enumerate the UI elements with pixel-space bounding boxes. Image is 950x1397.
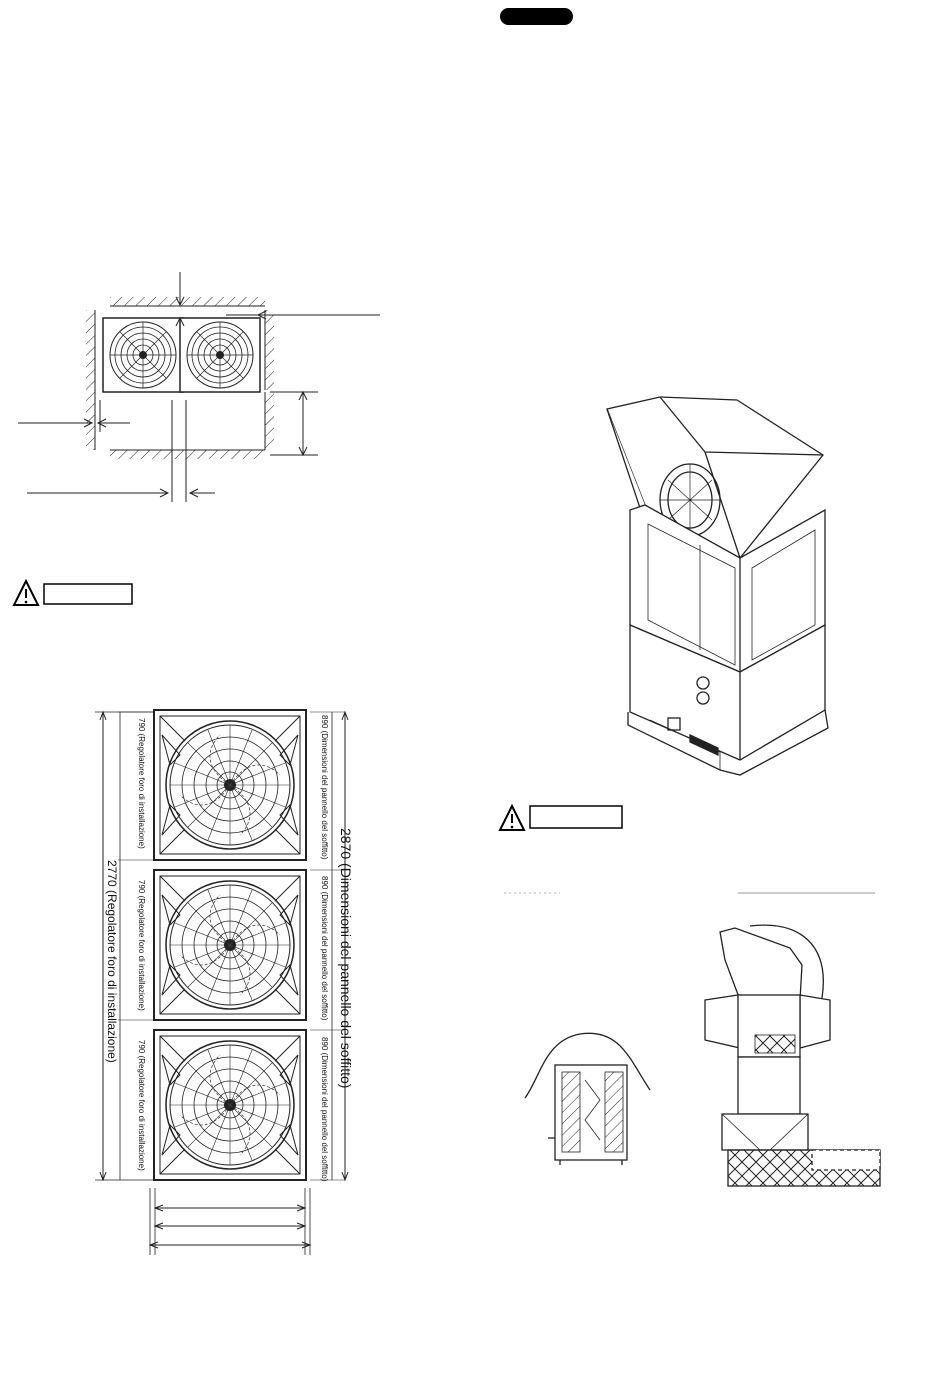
fan-grille-icon	[102, 317, 184, 393]
fan-grille-icon	[153, 869, 307, 1021]
fan-module-layout	[95, 709, 349, 1255]
dim-ceiling-panel-total: 2870 (Dimensioni del pannello del soffit…	[338, 828, 354, 1088]
caution-label-left	[12, 578, 133, 606]
dim-module-hole-1: 790 (Regolatore foro di installazione)	[137, 718, 146, 849]
small-unit-airflow	[524, 1032, 651, 1165]
dim-module-hole-2: 790 (Regolatore foro di installazione)	[137, 880, 146, 1011]
dim-module-hole-3: 790 (Regolatore foro di installazione)	[137, 1040, 146, 1171]
outdoor-unit-illustration	[606, 396, 829, 776]
fan-grille-icon	[153, 709, 307, 861]
dim-module-panel-2: 890 (Dimensioni del pannello del soffitt…	[320, 876, 329, 1021]
section-header-pill	[500, 8, 573, 25]
clearance-diagram	[18, 272, 380, 502]
dim-module-panel-1: 890 (Dimensioni del pannello del soffitt…	[320, 715, 329, 860]
caution-label-right	[498, 803, 623, 831]
dim-module-panel-3: 890 (Dimensioni del pannello del soffitt…	[320, 1037, 329, 1182]
fan-grille-icon	[153, 1029, 307, 1181]
large-unit-installation	[704, 924, 881, 1187]
dim-install-hole-total: 2770 (Regolatore foro di installazione)	[105, 860, 119, 1063]
fan-grille-icon	[179, 317, 261, 393]
